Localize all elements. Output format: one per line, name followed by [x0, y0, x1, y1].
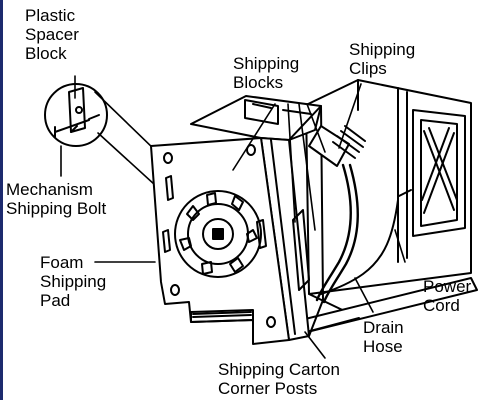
front-panel	[150, 137, 290, 345]
power-cord	[320, 189, 412, 295]
label-plastic-spacer-block: Plastic Spacer Block	[25, 6, 79, 63]
leader-shipping-blocks-1	[232, 103, 276, 171]
label-drain-hose: Drain Hose	[363, 318, 404, 356]
unit-illustration	[44, 75, 478, 359]
label-mechanism-shipping-bolt: Mechanism Shipping Bolt	[6, 180, 107, 218]
leader-drain-hose	[354, 277, 374, 313]
label-shipping-carton-corner-posts: Shipping Carton Corner Posts	[218, 360, 340, 398]
label-shipping-clips: Shipping Clips	[349, 40, 416, 78]
front-mechanism	[174, 190, 262, 278]
leader-shipping-blocks-2	[287, 103, 296, 223]
leader-shipping-blocks-4	[306, 103, 326, 153]
leader-power-cord	[394, 229, 406, 263]
label-foam-shipping-pad: Foam Shipping Pad	[40, 253, 107, 310]
detail-zoom-circle	[44, 83, 108, 147]
leader-carton-posts	[304, 331, 326, 359]
label-power-cord: Power Cord	[423, 277, 472, 315]
label-shipping-blocks: Shipping Blocks	[233, 54, 300, 92]
leader-shipping-clips	[338, 83, 362, 149]
leader-shipping-blocks-3	[298, 103, 316, 231]
fan-grille	[412, 109, 466, 237]
leader-lines	[60, 75, 406, 359]
